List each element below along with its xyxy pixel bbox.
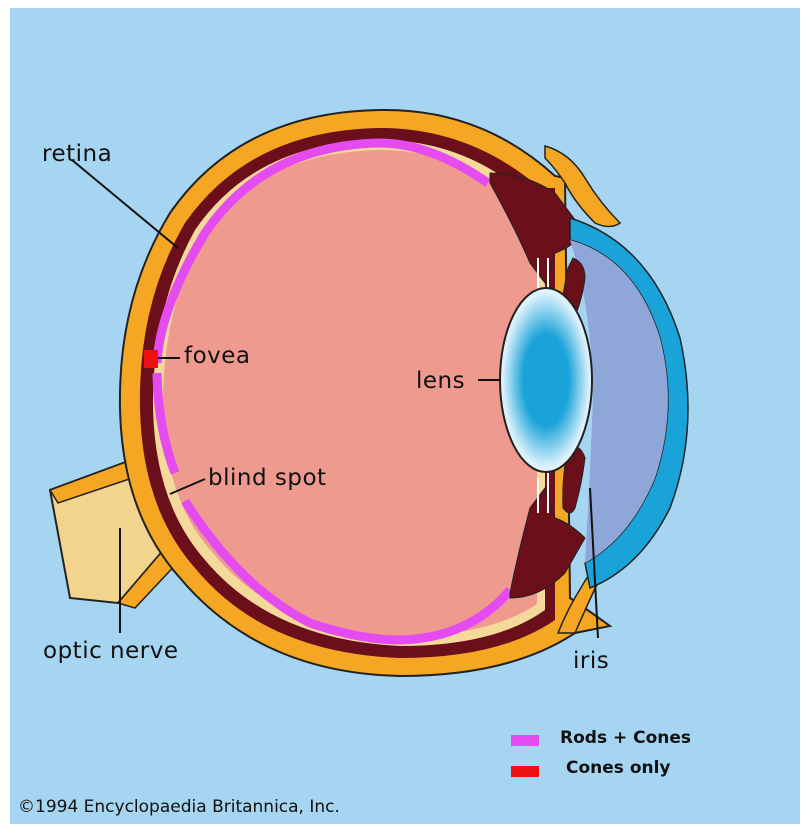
label-blind-spot: blind spot <box>208 465 327 491</box>
label-retina: retina <box>42 141 112 167</box>
legend-swatch-cones-only <box>511 766 539 777</box>
label-lens: lens <box>416 368 465 394</box>
legend-label-rods-cones: Rods + Cones <box>560 728 691 748</box>
legend-swatch-rods-cones <box>511 735 539 746</box>
copyright-text: ©1994 Encyclopaedia Britannica, Inc. <box>18 797 340 817</box>
legend-label-cones-only: Cones only <box>566 758 671 778</box>
fovea-mark <box>144 350 158 368</box>
lens-shape <box>500 288 592 472</box>
label-optic-nerve: optic nerve <box>43 638 178 664</box>
label-fovea: fovea <box>184 343 251 369</box>
label-iris: iris <box>573 648 609 674</box>
eye-cross-section <box>10 8 800 824</box>
diagram-canvas: retina fovea blind spot optic nerve lens… <box>10 8 800 824</box>
